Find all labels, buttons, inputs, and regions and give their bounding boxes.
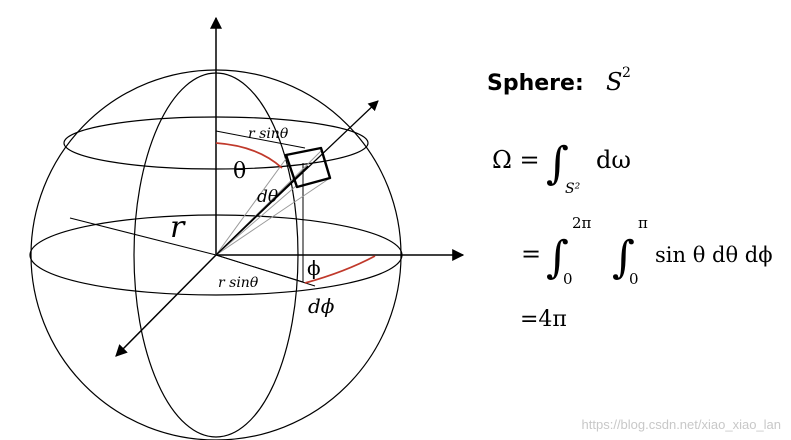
label-phi: ϕ [307,256,321,280]
line2-integral-1-upper: 2π [572,214,592,232]
theta-arc [215,142,283,169]
y-axis-arrow [115,254,217,357]
gray-ray-4 [215,177,331,256]
label-d-theta: dθ [257,187,278,207]
line3-result: =4π [520,307,567,332]
line2-integral-2: ∫ [612,232,635,283]
phi-arc [304,255,376,284]
line2-integral-2-lower: 0 [629,270,639,288]
r-sin-theta-bottom-line-2 [215,254,316,287]
line1-subscript: S² [565,181,581,197]
watermark-url: https://blog.csdn.net/xiao_xiao_lan [581,417,781,432]
label-d-phi: dϕ [308,294,335,318]
formula-block: Sphere: S 2 Ω = ∫ S² dω = ∫ 2π 0 ∫ π 0 s… [487,65,773,332]
heading-word: Sphere: [487,71,584,96]
surface-patch [284,146,332,189]
line1-body: dω [596,146,631,174]
heading-exponent: 2 [622,65,631,81]
line2-integral-1: ∫ [546,232,569,283]
label-theta: θ [233,159,246,184]
center-ray [215,165,309,256]
line2-equals: = [521,240,541,268]
line2-body: sin θ dθ dϕ [655,243,773,267]
heading-symbol: S [606,68,622,96]
line1-integral: ∫ [546,138,569,189]
line2-integral-1-lower: 0 [563,270,573,288]
label-r-sin-theta-top: r sinθ [248,126,289,142]
line1-lhs: Ω = [492,146,540,174]
gray-ray-1 [215,155,289,256]
r-sin-theta-top-line [215,130,306,149]
radius-line [69,217,217,256]
gray-ray-3 [215,185,297,256]
line2-integral-2-upper: π [638,214,648,232]
label-r: r [170,210,186,245]
label-r-sin-theta-bottom: r sinθ [218,275,259,291]
